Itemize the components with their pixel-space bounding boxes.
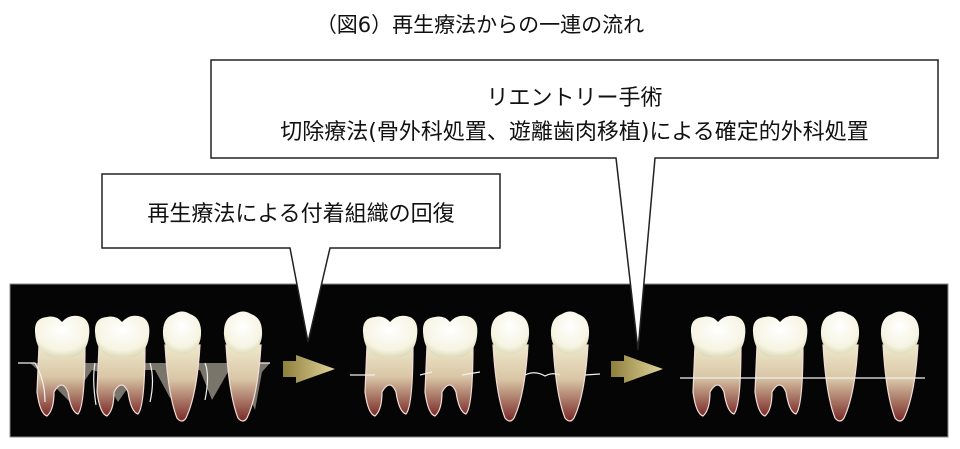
premolar-crown	[880, 311, 920, 354]
molar-crown	[752, 315, 808, 357]
molar-crown	[94, 315, 150, 357]
gum-line	[350, 371, 601, 377]
figure-title: （図6）再生療法からの一連の流れ	[315, 13, 645, 37]
molar-crown	[690, 315, 746, 357]
reentry-detail: 切除療法(骨外科処置、遊離歯肉移植)による確定的外科処置	[280, 120, 869, 145]
premolar-crown	[820, 311, 860, 354]
callout-reentry	[210, 59, 939, 351]
premolar-crown	[490, 311, 530, 354]
arrow-right-icon	[283, 355, 335, 383]
premolar-root	[882, 344, 919, 422]
molar-root	[364, 344, 414, 417]
molar-root	[692, 344, 742, 417]
molar-root	[36, 344, 86, 417]
bone-loss-area	[30, 363, 270, 410]
molar-crown	[422, 315, 478, 357]
arrow-right-icon	[611, 355, 663, 383]
reentry-title: リエントリー手術	[486, 86, 663, 111]
premolar-crown	[223, 311, 263, 354]
regeneration-label: 再生療法による付着組織の回復	[147, 202, 455, 227]
premolar-crown	[550, 311, 590, 354]
molar-root	[96, 344, 146, 417]
molar-root	[424, 344, 474, 417]
premolar-root	[552, 344, 589, 422]
premolar-root	[225, 344, 262, 422]
premolar-root	[822, 344, 859, 422]
callout-regeneration	[101, 173, 501, 343]
premolar-crown	[162, 311, 202, 354]
molar-root	[754, 344, 804, 417]
teeth-panel	[9, 283, 949, 438]
molar-crown	[362, 315, 418, 357]
gum-line	[18, 362, 270, 406]
premolar-root	[164, 344, 201, 422]
premolar-root	[492, 344, 529, 422]
molar-crown	[34, 315, 90, 357]
